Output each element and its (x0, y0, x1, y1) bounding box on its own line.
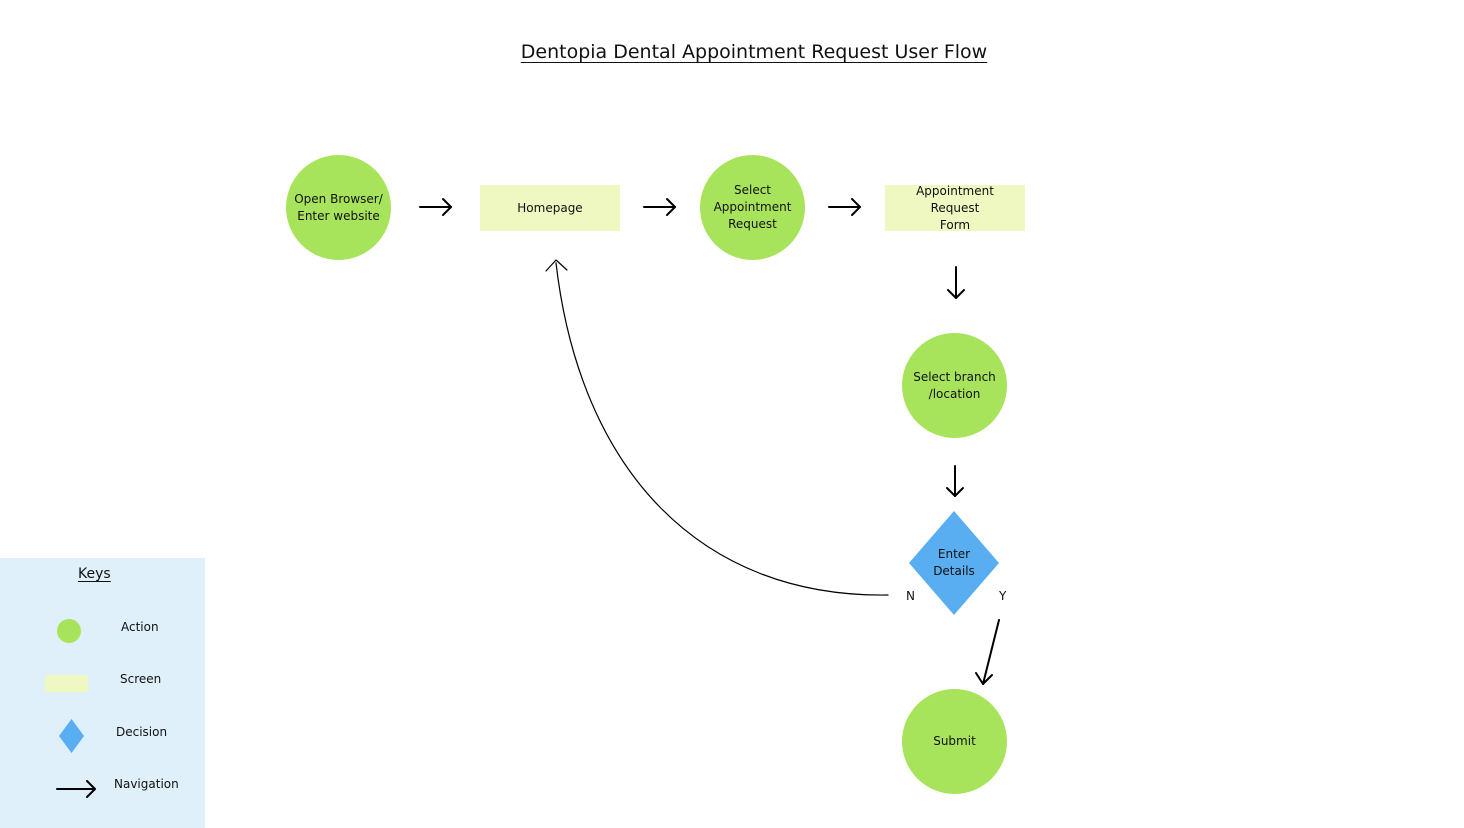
action-open-browser: Open Browser/ Enter website (286, 155, 391, 260)
action-submit: Submit (902, 689, 1007, 794)
page-title: Dentopia Dental Appointment Request User… (520, 41, 988, 63)
arrow-select-to-form (828, 198, 861, 216)
screen-homepage-label: Homepage (517, 200, 583, 215)
action-select-branch: Select branch /location (902, 333, 1007, 438)
key-decision-icon (59, 719, 84, 753)
arrow-no-return-to-homepage (545, 259, 889, 596)
arrow-details-to-submit (975, 619, 1000, 685)
key-screen-icon (45, 675, 88, 692)
keys-title: Keys (78, 566, 111, 582)
decision-enter-details-label: Enter Details (933, 547, 975, 578)
screen-appointment-form-label: Appointment Request Form (916, 183, 994, 232)
action-select-appointment-label: Select Appointment Request (713, 183, 792, 231)
action-open-browser-label: Open Browser/ Enter website (294, 191, 383, 223)
key-action-label: Action (121, 620, 159, 634)
action-select-branch-label: Select branch /location (913, 369, 996, 401)
key-decision-label: Decision (116, 725, 168, 739)
decision-enter-details-text: Enter Details (909, 511, 999, 615)
key-navigation-arrow-icon (56, 780, 96, 798)
action-select-appointment: Select Appointment Request (700, 155, 805, 260)
arrow-homepage-to-select (643, 198, 676, 216)
branch-yes-label: Y (999, 589, 1007, 603)
arrow-open-to-homepage (419, 198, 452, 216)
key-navigation-label: Navigation (114, 777, 179, 791)
key-action-icon (57, 619, 81, 643)
arrow-form-to-branch (947, 266, 965, 299)
action-submit-label: Submit (933, 734, 976, 748)
branch-no-label: N (906, 589, 915, 603)
screen-homepage: Homepage (480, 185, 620, 231)
key-screen-label: Screen (120, 672, 162, 686)
arrow-branch-to-details (946, 465, 964, 497)
screen-appointment-form: Appointment Request Form (885, 183, 1025, 232)
keys-legend: Keys Action Screen Decision Navigation (0, 558, 205, 828)
